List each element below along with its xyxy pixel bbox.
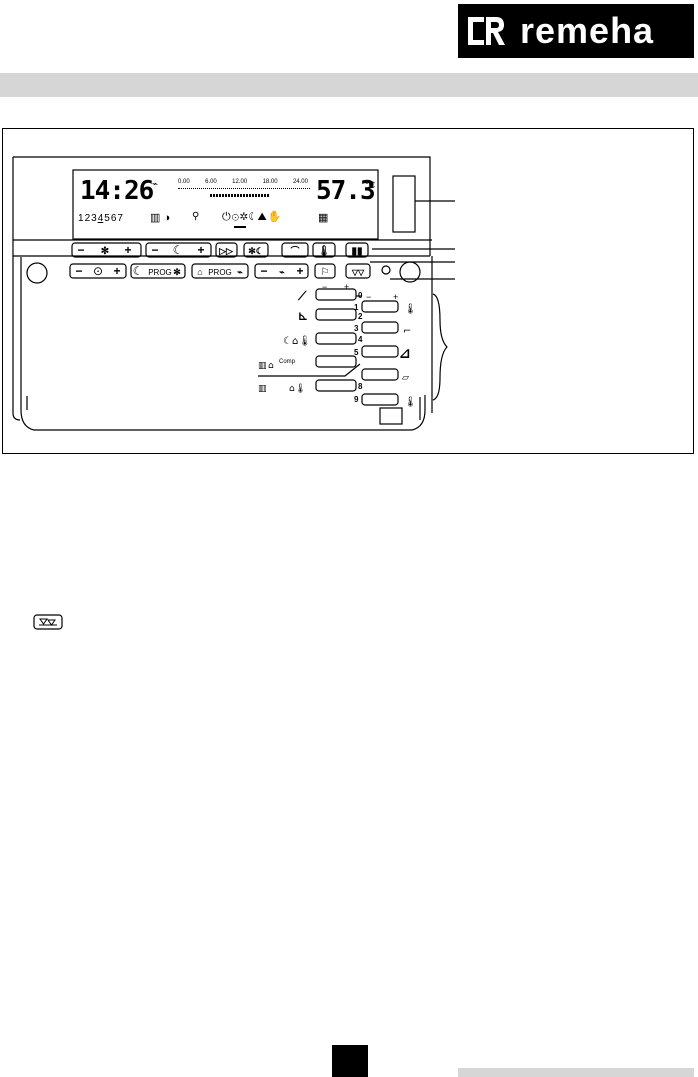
remeha-logo: remeha <box>458 4 694 58</box>
day-7: 7 <box>117 213 123 224</box>
row2-flag-icon: ⚐ <box>321 267 330 278</box>
lcd-radiator-icon: ▥ ◑ <box>150 212 171 224</box>
right-screw-icon <box>399 261 421 283</box>
day-5: 5 <box>104 213 110 224</box>
dial2-minus-label: − <box>366 292 371 302</box>
remeha-logo-mark-icon <box>468 17 505 45</box>
row2-tap-icon: ⌁ <box>237 267 243 277</box>
tap-icon: ⌁ <box>152 179 159 190</box>
prog-button-2-label: PROG <box>208 268 232 277</box>
svg-text:+: + <box>113 264 120 278</box>
row2-dhw-icon: ⌁ <box>279 267 285 277</box>
strip-plus-1: + <box>124 243 131 257</box>
dial-number-4: 4 <box>358 335 363 344</box>
lcd-temperature: 57.3 <box>316 176 376 206</box>
row2-sun-icon: ✻ <box>173 267 181 277</box>
strip-minus-1: − <box>77 243 84 257</box>
dial-plus-label: + <box>344 282 349 292</box>
strip-curve-icon: ⌒ <box>289 245 300 256</box>
comp-house-icon: ⌂ <box>268 361 274 371</box>
svg-text:+: + <box>296 264 303 278</box>
dial-minus-label: − <box>322 282 327 292</box>
dial-number-2: 2 <box>358 312 363 321</box>
lcd-unit: °C <box>365 180 376 190</box>
foot-point-icon: ⊾ <box>298 309 308 323</box>
heating-curve-icon: ⟋ <box>297 289 307 303</box>
timeline-24: 24.00 <box>292 179 308 185</box>
dial2-plus-label: + <box>393 292 398 302</box>
radiator-icon: ▥ <box>258 361 267 371</box>
slope-icon: ⌐ <box>403 326 411 337</box>
section-header-band <box>0 73 698 97</box>
row2-clock-icon: ⊙ <box>93 264 103 278</box>
row2-reset-icon: ▽▽ <box>351 268 365 277</box>
lcd-timeline: 0.00 6.00 12.00 18.00 24.00 <box>178 179 308 185</box>
lcd-mode-icons: ⏻⊙✲☾⛰✋ <box>222 211 283 223</box>
triangle-ramp-icon: ⊿ <box>399 346 411 362</box>
dial-number-1: 1 <box>354 303 359 312</box>
dial-number-5: 5 <box>354 348 359 357</box>
reset-key-icon <box>33 614 63 630</box>
house-thermo-icon: ⌂🌡 <box>289 383 306 394</box>
lcd-antenna-icon: ⚲ <box>192 211 200 222</box>
row2-nohouse-icon: ⌂ <box>197 267 202 277</box>
strip-moon-icon: ☾ <box>173 243 184 257</box>
lcd-day-row: 1 2 3 4 5 6 7 <box>78 213 123 224</box>
left-screw-icon <box>26 262 48 284</box>
timeline-18: 18.00 <box>262 179 278 185</box>
lcd-calendar-icon: ▦ <box>318 212 329 224</box>
strip-sun-moon-icon: ✻☾ <box>248 246 264 256</box>
lcd-time: 14:26 <box>80 176 154 206</box>
day-1: 1 <box>78 213 84 224</box>
strip-snow-icon: ✻ <box>101 246 109 257</box>
timeline-program-bar <box>210 194 270 197</box>
lcd-mode-underline <box>234 226 246 228</box>
svg-text:−: − <box>75 264 82 278</box>
strip-thermo-icon: 🌡 <box>318 244 331 257</box>
parallelogram-icon: ▱ <box>402 373 409 383</box>
brand-name: remeha <box>520 10 655 51</box>
row2-moon-icon: ☾ <box>133 264 144 278</box>
comp-label: Comp <box>279 359 296 365</box>
strip-plus-2: + <box>197 243 204 257</box>
timeline-12: 12.00 <box>232 179 248 185</box>
day-3: 3 <box>91 213 97 224</box>
thermo-icon-2: 🌡 <box>404 396 417 408</box>
day-4-selected: 4 <box>97 213 104 224</box>
dial-number-8: 8 <box>358 382 363 391</box>
svg-text:−: − <box>260 264 267 278</box>
dial-number-9: 9 <box>354 395 359 404</box>
prog-button-1-label: PROG <box>148 268 172 277</box>
strip-building-icon: ▮▮ <box>351 246 362 257</box>
thermo-icon-1: 🌡 <box>404 303 417 315</box>
indicator-led-icon <box>381 265 391 275</box>
dial-number-0: 0 <box>358 291 363 300</box>
timeline-0: 0.00 <box>178 179 190 185</box>
day-2: 2 <box>84 213 91 224</box>
page-number-box <box>332 1045 368 1077</box>
footer-band <box>458 1068 694 1077</box>
timeline-ticks <box>178 188 310 189</box>
timeline-6: 6.00 <box>205 179 217 185</box>
strip-forward-icon: ▷▷ <box>218 246 234 256</box>
radiator-2-icon: ▥ <box>258 384 267 394</box>
night-house-thermo-icon: ☾⌂🌡 <box>283 335 311 347</box>
control-panel-drawing: − ✻ + − ☾ + ▷▷ ✻☾ ⌒ 🌡 ▮▮ − ⊙ + ☾ ✻ ⌂ ⌁ −… <box>12 156 455 431</box>
strip-minus-2: − <box>151 243 158 257</box>
day-6: 6 <box>110 213 117 224</box>
dial-number-3: 3 <box>354 324 359 333</box>
control-panel-figure <box>2 128 694 454</box>
